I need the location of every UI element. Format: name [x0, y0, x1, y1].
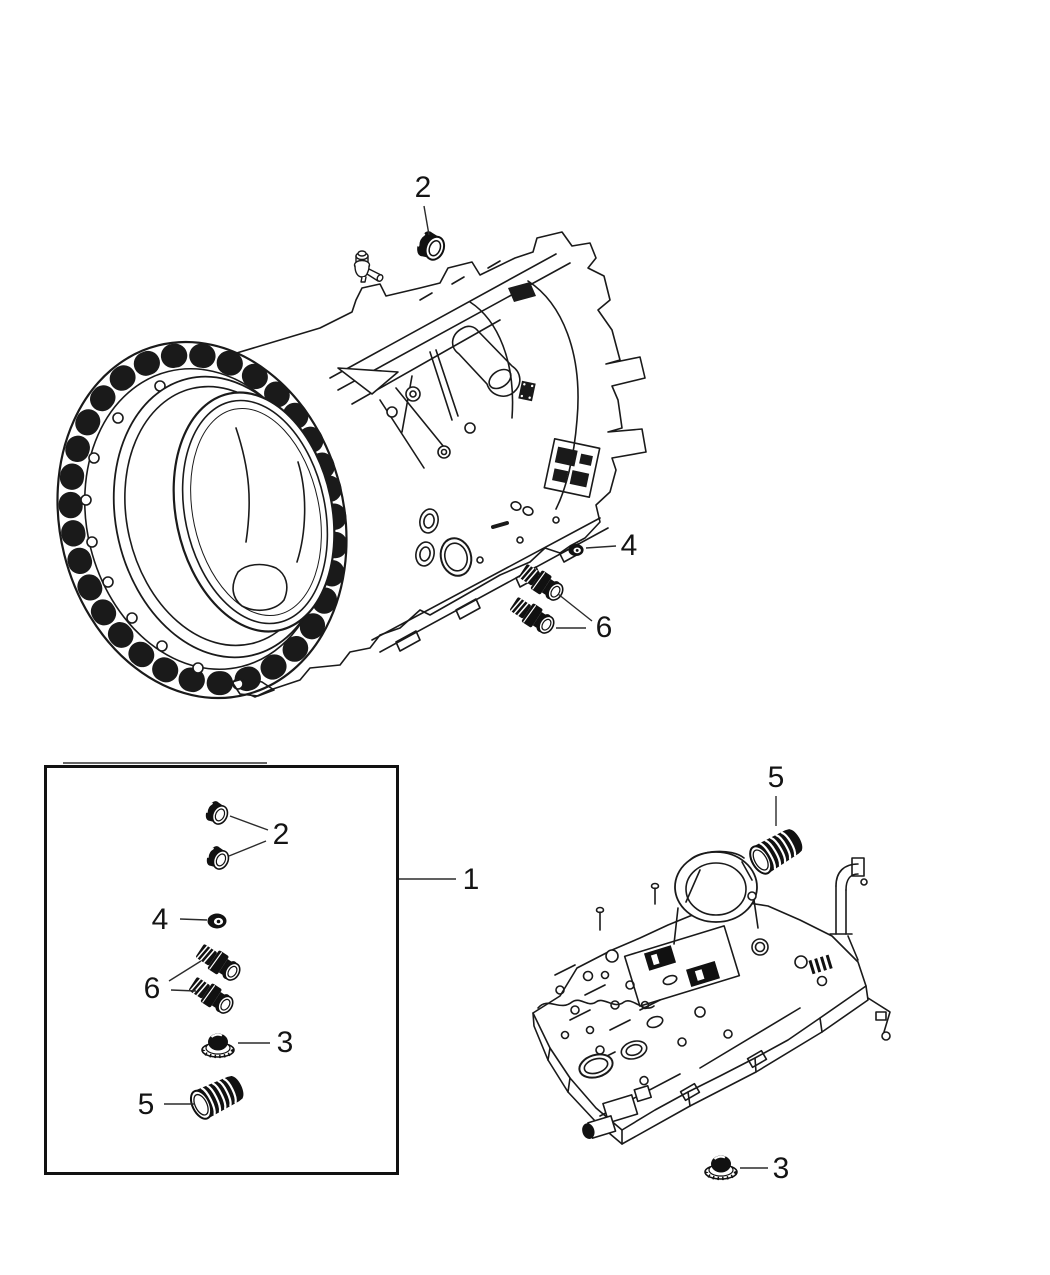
leader-line-2-kit-box: [228, 840, 267, 857]
transmission-case-art: [229, 231, 647, 698]
leader-line-6-kit-box: [170, 989, 197, 992]
valve-body-art: [532, 850, 891, 1145]
part-cap-plug: [202, 798, 232, 828]
part-breather-fitting: [353, 250, 385, 283]
leader-line-4-kit-box: [179, 918, 208, 921]
bell-housing-art: [56, 340, 348, 700]
part-union-fitting: [515, 560, 568, 606]
leader-line-6-kit-box: [168, 960, 202, 982]
leader-line-4-case: [585, 545, 617, 549]
leader-line-6-case: [557, 593, 593, 622]
kit-box-outline: [44, 765, 399, 1175]
part-threaded-plug: [185, 1070, 249, 1124]
part-union-fitting: [506, 593, 559, 639]
part-cap-plug: [412, 227, 450, 265]
part-dome-cap: [703, 1153, 739, 1181]
part-cap-plug: [203, 843, 233, 873]
part-dome-cap: [200, 1031, 236, 1059]
part-small-plug: [207, 913, 227, 929]
part-threaded-plug: [744, 823, 808, 879]
part-small-plug: [568, 544, 584, 556]
part-union-fitting: [192, 940, 245, 986]
leader-lines-layer: [164, 205, 777, 1169]
leader-line-2-case: [423, 205, 430, 236]
leader-line-2-kit-box: [229, 815, 269, 831]
